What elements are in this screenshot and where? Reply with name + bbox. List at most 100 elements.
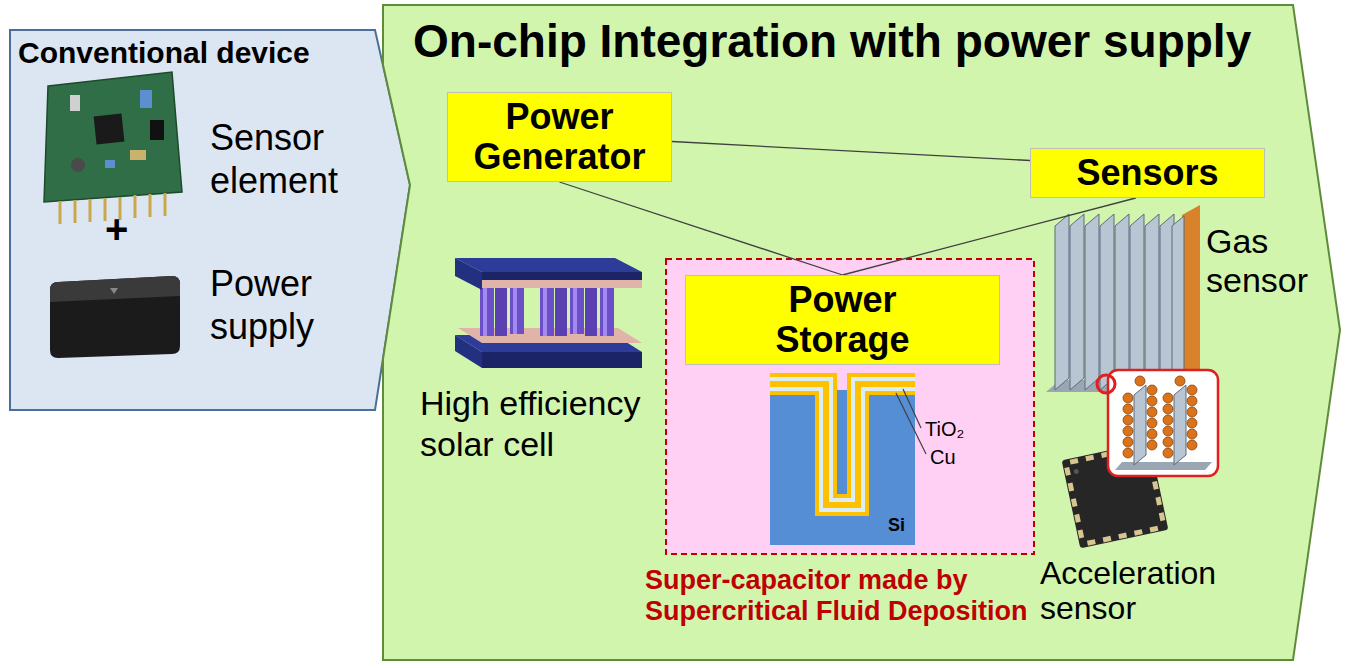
magnified-inset [1123,393,1133,403]
supercapacitor-region-outline [666,259,1034,554]
box-label: Power Storage [733,280,953,359]
magnified-inset [1123,426,1133,436]
trench-capacitor-section [770,390,915,545]
sensor-board-photo [149,194,152,217]
magnified-inset [1147,429,1157,439]
acceleration-sensor-chip [1085,455,1094,462]
magnified-inset [1123,415,1133,425]
conventional-panel: Conventional deviceSensor element + Power … [10,30,410,410]
magnified-inset [1187,396,1197,406]
box-label: Sensors [1076,153,1218,193]
acceleration-sensor-chip [1134,529,1143,536]
supercapacitor-region: Power StorageSuper-capacitor made by Sup… [665,258,1035,555]
panel-heading: Conventional device [18,36,310,71]
battery-photo [50,276,180,358]
acceleration-sensor-chip [1078,530,1085,539]
sensor-board-photo [140,90,152,108]
solar-cell-figure [555,280,567,336]
gas-sensor-figure [1145,214,1159,390]
magnified-inset [1115,462,1212,470]
acceleration-sensor-chip [1150,526,1159,533]
magnified-inset [1163,426,1173,436]
magnified-inset [1163,448,1173,458]
magnified-inset [1175,376,1185,386]
function-box: Sensors [1030,148,1265,198]
sensor-board-photo [74,200,77,223]
sensor-board-photo [164,193,167,216]
solar-cell-figure [482,272,642,280]
box-label: Power Generator [457,97,662,176]
solar-cell-figure [495,280,507,336]
layer-label: Si [888,515,905,536]
acceleration-sensor-chip [1103,536,1112,543]
component-label: Acceleration sensor [1040,556,1240,626]
gas-sensor-figure [1085,214,1099,390]
magnified-inset [1187,418,1197,428]
acceleration-sensor-chip [1074,514,1081,523]
magnified-inset [1174,385,1186,465]
magnified-inset [1147,396,1157,406]
magnified-inset [1147,440,1157,450]
solar-cell-figure [455,258,642,368]
sensor-board-photo [94,114,125,145]
sensor-board-photo [70,95,80,111]
magnified-inset [1147,418,1157,428]
conventional-panel-outline [10,30,410,410]
solar-cell-figure [482,352,642,368]
layer-label: Cu [930,446,956,469]
item-label: Sensor element [210,116,375,202]
trench-capacitor-section [770,384,915,545]
sensor-board-photo [130,150,146,160]
magnified-inset [1135,376,1145,386]
magnified-inset [1097,370,1218,476]
component-label: Gas sensor [1206,222,1318,300]
magnified-inset [1187,440,1197,450]
magnified-inset [1163,404,1173,414]
battery-photo [110,288,118,294]
magnified-inset [1187,407,1197,417]
sensor-board-photo [89,199,92,222]
sensor-board-photo [71,158,85,172]
magnified-inset [1163,437,1173,447]
gas-sensor-figure [1115,214,1129,390]
magnified-inset [1097,375,1115,393]
gas-sensor-figure [1046,205,1200,392]
integration-panel-outline [383,5,1340,660]
panel-heading: On-chip Integration with power supply [413,15,1251,68]
component-label: High efficiency solar cell [420,383,665,465]
sensor-board-photo [59,201,62,224]
magnified-inset [1123,376,1197,458]
region-caption: Super-capacitor made by Supercritical Fl… [645,565,1037,627]
function-box: Power Storage [685,275,1000,365]
magnified-inset [1123,448,1133,458]
magnified-inset [1163,415,1173,425]
trench-capacitor-section [770,384,915,505]
magnified-inset [1187,429,1197,439]
solar-cell-figure [585,282,597,336]
acceleration-sensor-chip [1064,467,1071,476]
gas-sensor-figure [1172,216,1184,390]
acceleration-sensor-chip [1155,497,1162,506]
battery-photo [50,276,180,358]
item-label: Power supply [210,262,375,348]
magnified-inset [1108,370,1218,476]
acceleration-sensor-chip [1152,481,1159,490]
magnified-inset [1147,385,1157,395]
sensor-board-photo [44,72,182,202]
gas-sensor-figure [1130,214,1144,390]
plus-sign: + [105,206,128,252]
acceleration-sensor-chip [1068,483,1075,492]
trench-capacitor-section [770,384,915,505]
magnified-inset [1123,437,1133,447]
magnified-inset [1187,385,1197,395]
magnified-inset [1163,393,1173,403]
sensor-board-photo [150,120,164,140]
acceleration-sensor-chip [1118,533,1127,540]
sensor-board-photo [134,195,137,218]
gas-sensor-figure [1055,214,1069,390]
solar-cell-figure [455,258,642,272]
solar-cell-figure [482,280,642,288]
magnified-inset [1147,407,1157,417]
trench-capacitor-section [770,384,915,505]
